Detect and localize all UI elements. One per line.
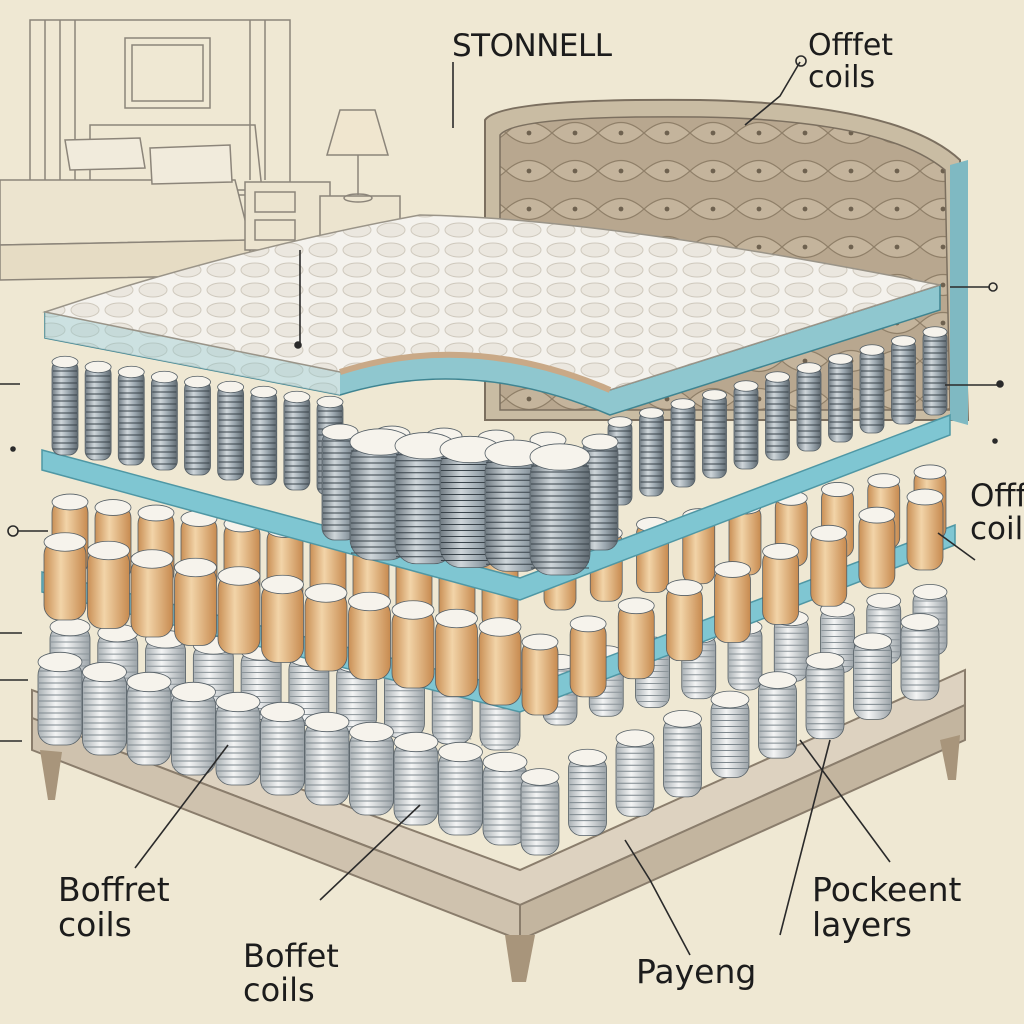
steel-coil (703, 390, 727, 478)
pocket-coil (216, 692, 260, 785)
steel-coil (671, 399, 695, 487)
bed-leg (40, 750, 62, 800)
steel-coil (52, 356, 78, 455)
label-offset-coils-right: Offf coils (970, 480, 1024, 545)
steel-coil (892, 336, 916, 424)
pocket-coil (521, 769, 559, 855)
wooden-coil (218, 567, 260, 654)
bed-leg (505, 935, 535, 982)
steel-coil (218, 381, 244, 480)
pocket-coil (901, 614, 939, 700)
pocket-coil (439, 742, 483, 835)
steel-coil (185, 376, 211, 475)
pocket-coil (854, 633, 892, 719)
label-boffret-coils: Boffret coils (58, 873, 170, 942)
pocket-coil (759, 672, 797, 758)
wall-picture-icon (125, 38, 210, 108)
label-pockeent-layers: Pockeent layers (812, 873, 961, 942)
wooden-coil (262, 575, 304, 662)
steel-coil (923, 327, 947, 415)
pocket-coil (569, 749, 607, 835)
steel-coil (118, 366, 144, 465)
steel-coil (151, 371, 177, 470)
bed-leg (940, 735, 960, 780)
wooden-coil (763, 543, 799, 624)
steel-coil (797, 363, 821, 451)
wooden-coil (88, 541, 130, 628)
label-boffet-coils: Boffet coils (243, 940, 339, 1007)
wooden-coil (175, 558, 217, 645)
pocket-coil (616, 730, 654, 816)
pocket-coil (394, 732, 438, 825)
pocket-coil (38, 652, 82, 745)
wooden-coil (479, 618, 521, 705)
wooden-coil (907, 489, 943, 570)
wooden-coil (131, 550, 173, 637)
bed-sketch-icon (0, 125, 262, 280)
pocket-coil (261, 702, 305, 795)
steel-coil (860, 345, 884, 433)
steel-coil (734, 381, 758, 469)
pocket-coil (127, 672, 171, 765)
wooden-coil (811, 525, 847, 606)
wooden-coil (570, 616, 606, 697)
wooden-coil (349, 592, 391, 679)
wooden-coil (859, 507, 895, 588)
label-payeng: Payeng (636, 955, 756, 990)
pocket-coil (664, 711, 702, 797)
label-offset-coils-top: Offfet coils (808, 30, 893, 93)
steel-coil (640, 408, 664, 496)
wooden-coil (666, 580, 702, 661)
steel-coil (85, 361, 111, 460)
wall-picture-inner (132, 45, 203, 101)
pocket-coil (483, 752, 527, 845)
wooden-coil (305, 584, 347, 671)
pocket-coil (350, 722, 394, 815)
steel-coil (766, 372, 790, 460)
lamp-sketch-icon (327, 110, 388, 202)
pocket-coil (172, 682, 216, 775)
label-stonnell: STONNELL (452, 30, 612, 63)
pocket-coil (83, 662, 127, 755)
wooden-coil (44, 533, 86, 620)
steel-coil (251, 386, 277, 485)
pocket-coil (711, 691, 749, 777)
steel-coil (829, 354, 853, 442)
wooden-coil (618, 598, 654, 679)
steel-coil (530, 444, 590, 575)
wooden-coil (715, 562, 751, 643)
steel-coil (284, 391, 310, 490)
wooden-coil (436, 609, 478, 696)
wooden-coil (522, 634, 558, 715)
pocket-coil (806, 652, 844, 738)
pocket-coil (305, 712, 349, 805)
wooden-coil (392, 601, 434, 688)
